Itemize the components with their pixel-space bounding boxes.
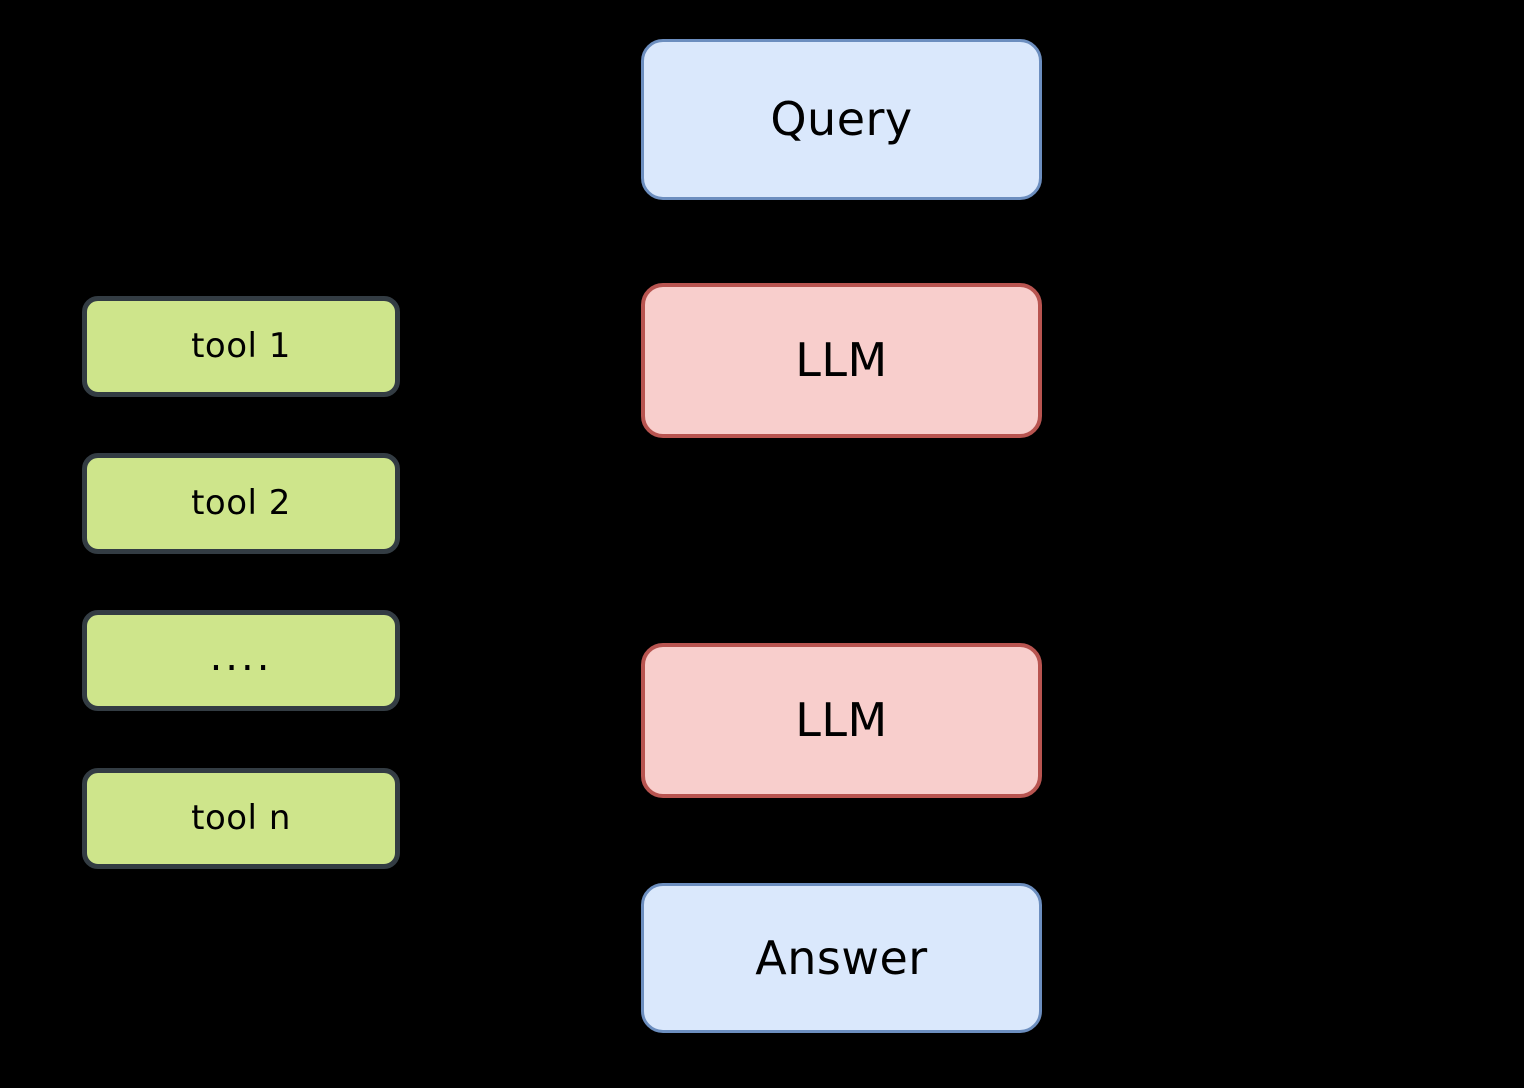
node-tool-2[interactable]: tool 2 <box>82 453 400 554</box>
node-tool-n[interactable]: tool n <box>82 768 400 869</box>
node-llm-1[interactable]: LLM <box>641 283 1042 438</box>
node-tool-ellipsis[interactable]: .... <box>82 610 400 711</box>
node-query[interactable]: Query <box>641 39 1042 200</box>
node-query-label: Query <box>770 92 913 147</box>
node-tool-2-label: tool 2 <box>191 482 291 523</box>
node-llm-2[interactable]: LLM <box>641 643 1042 798</box>
node-tool-ellipsis-label: .... <box>209 633 273 680</box>
node-tool-1-label: tool 1 <box>191 325 291 366</box>
node-answer-label: Answer <box>755 930 928 985</box>
node-answer[interactable]: Answer <box>641 883 1042 1033</box>
node-tool-1[interactable]: tool 1 <box>82 296 400 397</box>
node-llm-2-label: LLM <box>795 693 888 748</box>
node-tool-n-label: tool n <box>191 797 291 838</box>
node-llm-1-label: LLM <box>795 333 888 388</box>
